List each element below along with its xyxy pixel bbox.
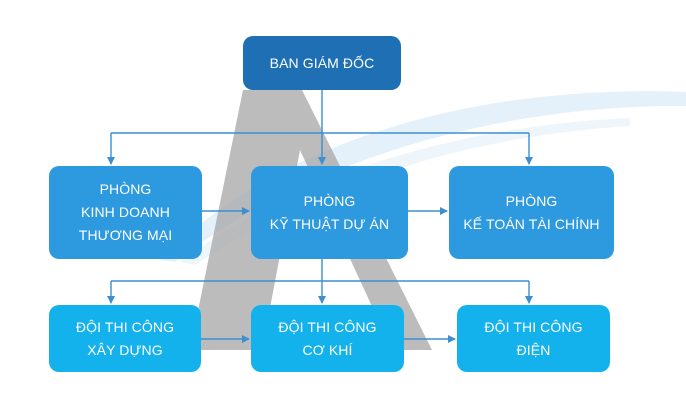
node-doi-xay-dung: ĐỘI THI CÔNG XÂY DỰNG — [49, 305, 201, 372]
node-doi-dien: ĐỘI THI CÔNG ĐIỆN — [457, 305, 610, 372]
node-label-line3: THƯƠNG MẠI — [78, 227, 173, 243]
node-phong-ke-toan: PHÒNG KẾ TOÁN TÀI CHÍNH — [449, 166, 614, 259]
node-label-line2: XÂY DỰNG — [87, 341, 163, 358]
node-label-line1: ĐỘI THI CÔNG — [278, 318, 377, 335]
node-label-line2: KINH DOANH — [81, 204, 170, 220]
node-label: BAN GIÁM ĐỐC — [269, 54, 375, 71]
node-phong-kinh-doanh: PHÒNG KINH DOANH THƯƠNG MẠI — [49, 166, 202, 259]
node-doi-co-khi: ĐỘI THI CÔNG CƠ KHÍ — [251, 305, 404, 372]
watermark-a-shape — [190, 90, 432, 350]
node-label-line1: PHÒNG — [99, 181, 152, 197]
node-label-line1: PHÒNG — [303, 192, 356, 209]
node-label-line2: KẾ TOÁN TÀI CHÍNH — [463, 215, 600, 232]
node-label-line2: CƠ KHÍ — [302, 341, 353, 358]
watermark-swoosh — [160, 91, 686, 262]
node-label-line1: ĐỘI THI CÔNG — [484, 318, 583, 335]
node-label-line2: KỸ THUẬT DỰ ÁN — [269, 215, 390, 232]
node-ban-giam-doc: BAN GIÁM ĐỐC — [243, 36, 401, 90]
node-label-line2: ĐIỆN — [516, 341, 551, 358]
node-phong-ky-thuat: PHÒNG KỸ THUẬT DỰ ÁN — [251, 166, 408, 259]
node-label-line1: ĐỘI THI CÔNG — [75, 318, 175, 335]
node-label-line1: PHÒNG — [505, 192, 558, 209]
